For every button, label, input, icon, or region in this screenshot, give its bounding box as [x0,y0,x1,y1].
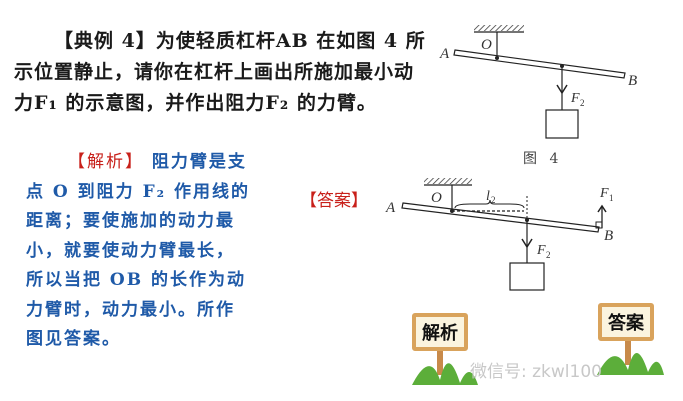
answer-tag: 【答案】 [300,191,368,211]
answer-diagram: A O l 2 B F 1 F 2 [385,178,614,291]
question-line-1: 【典例 4】为使轻质杠杆AB 在如图 4 所 [54,30,426,52]
svg-text:2: 2 [580,98,585,108]
svg-text:F: F [599,186,609,201]
analysis-tag: 【解析】 [68,152,144,172]
figure-caption: 图 4 [523,151,563,167]
grass-decoration [412,335,664,385]
svg-text:A: A [439,46,450,62]
svg-text:l: l [486,189,490,204]
svg-text:O: O [481,37,492,53]
question-text: 【典例 4】为使轻质杠杆AB 在如图 4 所 示位置静止，请你在杠杆上画出所施加… [14,26,434,119]
svg-text:F: F [536,243,546,258]
analysis-sign: 解析 [412,313,468,351]
svg-text:B: B [628,73,637,89]
analysis-line: 阻力臂是支 [144,152,247,172]
wechat-watermark: 微信号: zkwl100 [470,362,602,382]
answer-sign: 答案 [598,303,654,341]
svg-text:A: A [385,200,396,216]
analysis-line: 距离；要使施加的动力最 [26,211,235,231]
svg-text:1: 1 [609,193,614,203]
svg-text:2: 2 [491,195,496,205]
question-line-3: 力F₁ 的示意图，并作出阻力F₂ 的力臂。 [14,92,377,114]
svg-text:B: B [604,228,613,244]
figure-4-diagram: A O B F 2 [439,25,637,139]
svg-text:O: O [431,190,442,206]
analysis-line: 所以当把 OB 的长作为动 [26,270,247,290]
analysis-line: 力臂时，动力最小。所作 [26,299,235,320]
svg-text:2: 2 [546,250,551,260]
analysis-line: 点 O 到阻力 F₂ 作用线的 [26,181,250,202]
analysis-line: 图见答案。 [26,329,121,349]
svg-text:F: F [570,91,580,106]
analysis-text: 【解析】 阻力臂是支 点 O 到阻力 F₂ 作用线的 距离；要使施加的动力最 小… [26,148,266,355]
analysis-line: 小，就要使动力臂最长， [26,240,235,261]
question-line-2: 示位置静止，请你在杠杆上画出所施加最小动 [14,61,415,83]
